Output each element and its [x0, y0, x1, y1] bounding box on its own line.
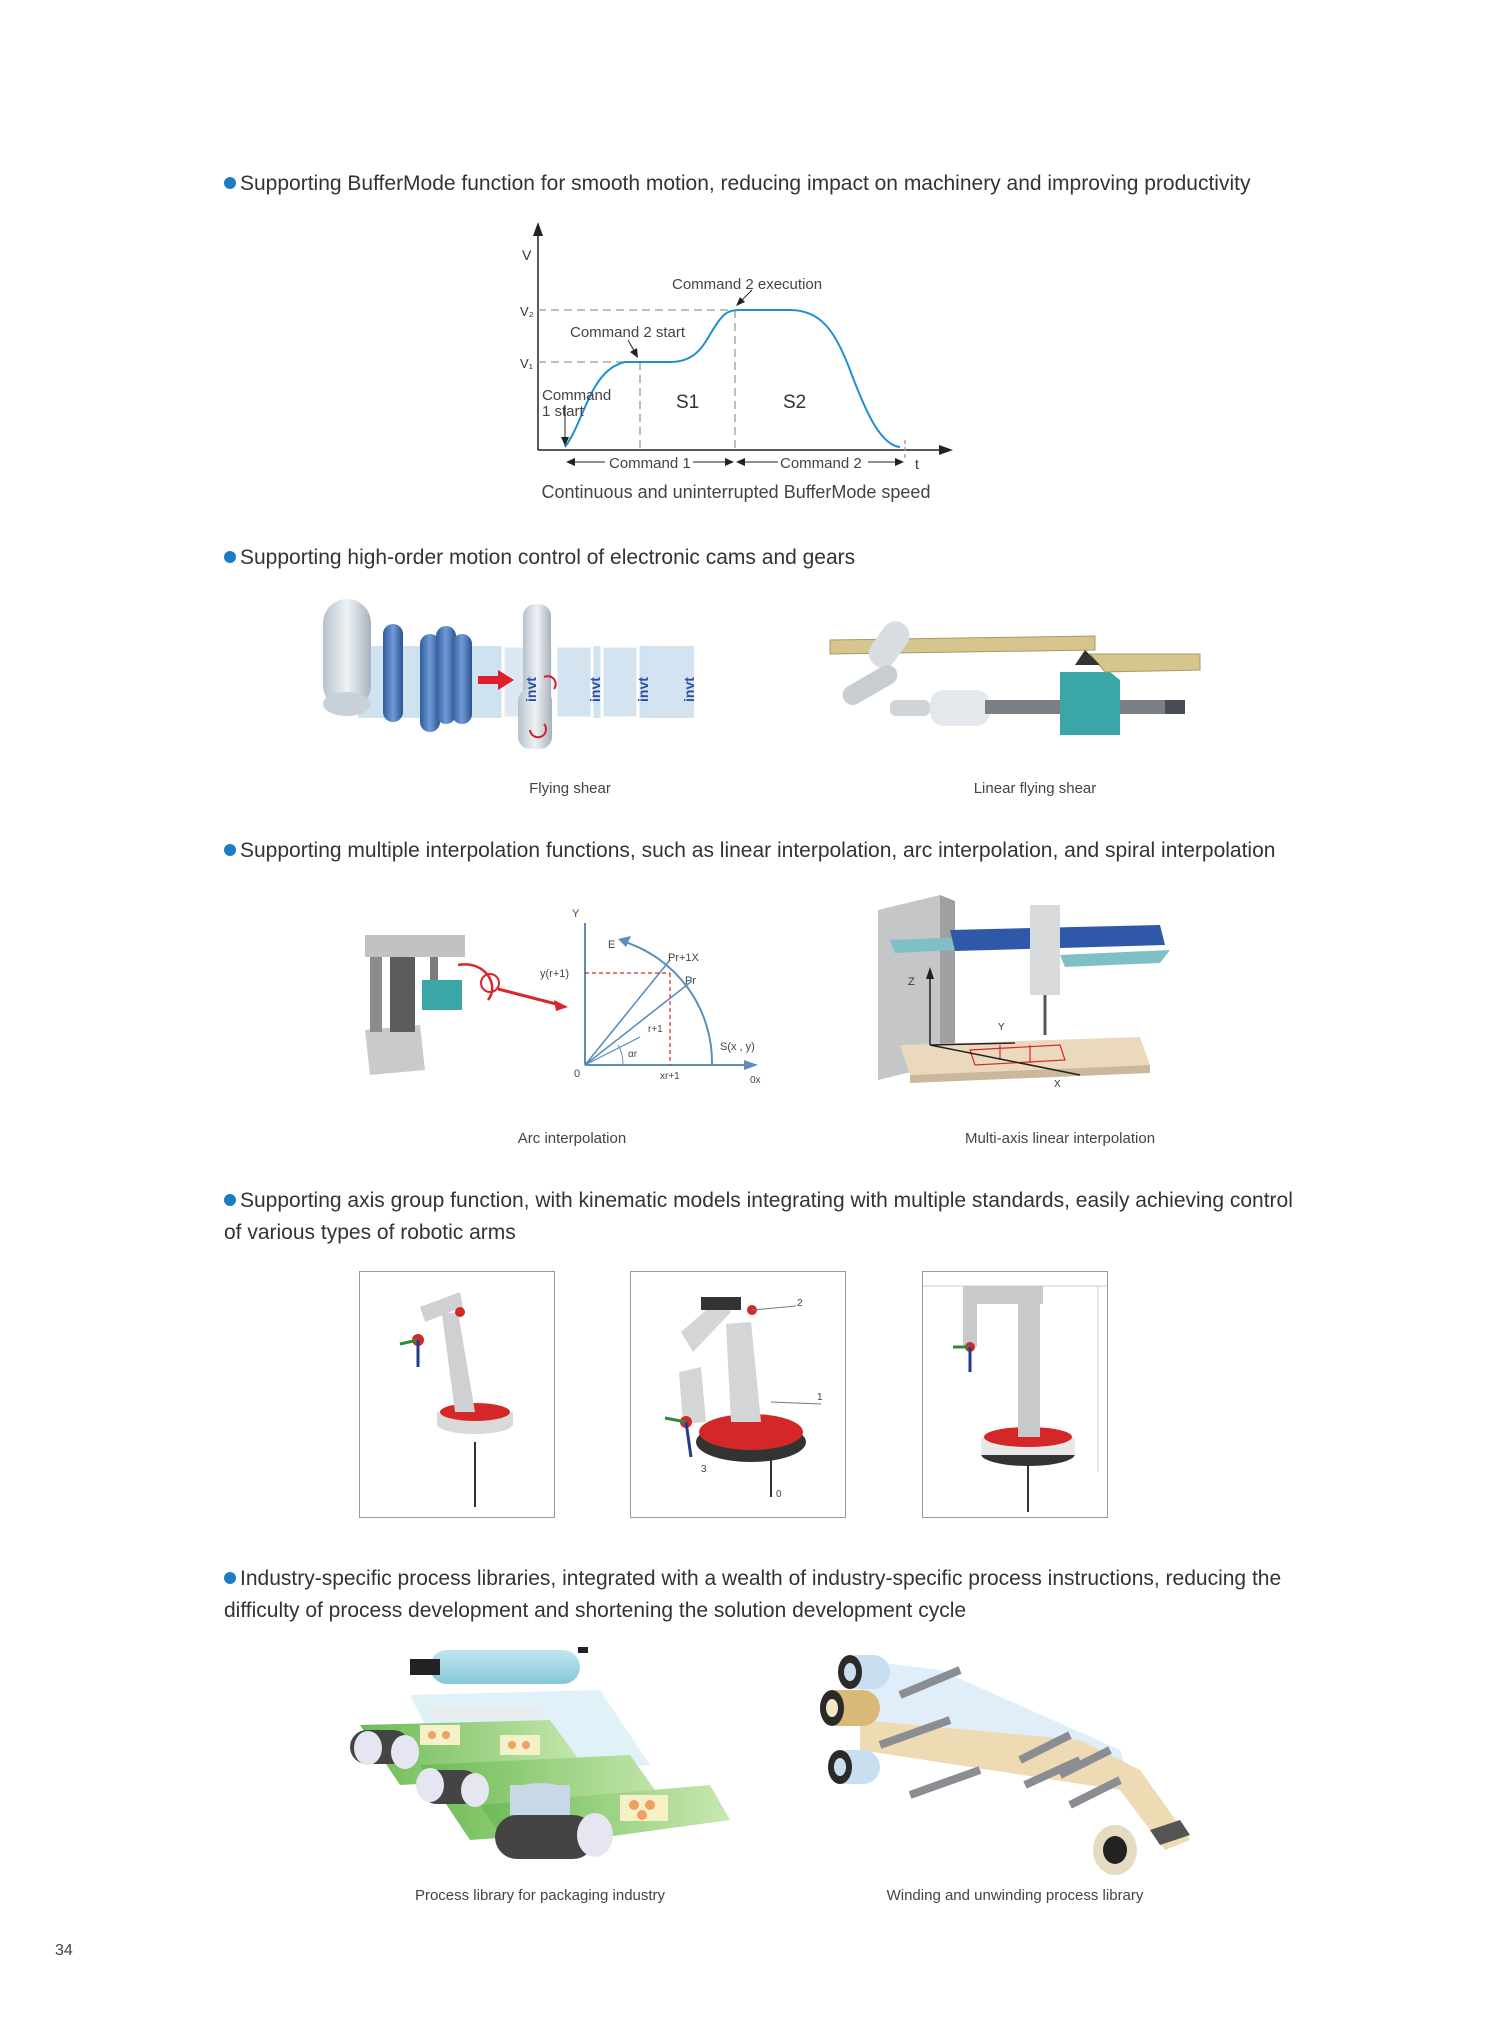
- linear-flying-shear-illustration: [829, 621, 1201, 735]
- s2-label: S2: [783, 392, 806, 413]
- robot-label-three: 3: [701, 1464, 707, 1475]
- invt-logo-1: invt: [523, 677, 539, 702]
- packaging-line-illustration: [350, 1647, 730, 1859]
- cmd2-exec-label: Command 2 execution: [672, 276, 822, 293]
- gantry-z-label: Z: [908, 976, 915, 988]
- bullet-axis-group-line2: of various types of robotic arms: [224, 1221, 516, 1244]
- bullet-dot-icon: [224, 551, 236, 563]
- bullet-dot-icon: [224, 1572, 236, 1584]
- robot-label-zero: 0: [776, 1489, 782, 1500]
- v1-label: V₁: [520, 356, 534, 371]
- bullet-process-libraries-line2: difficulty of process development and sh…: [224, 1599, 967, 1622]
- invt-logo-2: invt: [587, 677, 603, 702]
- gantry-x-label: X: [1054, 1079, 1061, 1090]
- bullet-buffermode: Supporting BufferMode function for smoot…: [224, 168, 1250, 200]
- linear-flying-shear-caption: Linear flying shear: [973, 780, 1097, 797]
- gantry-machine-illustration: Z Y X: [878, 895, 1170, 1090]
- bullet-cams: Supporting high-order motion control of …: [224, 542, 855, 574]
- arc-origin-label: 0: [574, 1068, 580, 1080]
- bullet-dot-icon: [224, 177, 236, 189]
- cmd2-label: Command 2: [780, 455, 862, 472]
- flying-shear-caption: Flying shear: [529, 780, 611, 797]
- bullet-interpolation: Supporting multiple interpolation functi…: [224, 835, 1275, 867]
- robot-arm-frame-2: 2 3 1 0: [630, 1271, 846, 1518]
- bullet-process-libraries: Industry-specific process libraries, int…: [224, 1563, 1281, 1595]
- invt-logo-3: invt: [635, 677, 651, 702]
- winding-library-caption: Winding and unwinding process library: [886, 1887, 1144, 1904]
- arc-y-label: Y: [572, 908, 580, 920]
- s1-label: S1: [676, 392, 699, 413]
- robot-label-two: 2: [797, 1298, 803, 1309]
- cmd1-start-label-a: Command: [542, 387, 611, 404]
- bullet-axis-group: Supporting axis group function, with kin…: [224, 1185, 1293, 1217]
- packaging-library-caption: Process library for packaging industry: [414, 1887, 666, 1904]
- buffermode-caption: Continuous and uninterrupted BufferMode …: [542, 482, 931, 502]
- robot-label-one: 1: [817, 1392, 823, 1403]
- bullet-dot-icon: [224, 844, 236, 856]
- v2-label: V₂: [520, 304, 534, 319]
- axis-v-label: V: [522, 247, 532, 263]
- gantry-y-label: Y: [998, 1022, 1005, 1033]
- arc-xr1-label: xr+1: [660, 1071, 680, 1082]
- invt-logo-4: invt: [681, 677, 697, 702]
- robot-arm-frame-3: [922, 1271, 1108, 1518]
- robot-arm-frame-1: [359, 1271, 555, 1518]
- arc-alpha-label: αr: [628, 1049, 638, 1060]
- cmd1-start-label-b: 1 start: [542, 403, 585, 420]
- page-number: 34: [55, 1942, 73, 1959]
- axis-t-label: t: [915, 456, 919, 472]
- arc-r1-label: r+1: [648, 1024, 663, 1035]
- arc-e-label: E: [608, 939, 615, 951]
- arc-pr-label: Pr: [685, 975, 696, 987]
- cmd2-start-label: Command 2 start: [570, 324, 686, 341]
- arc-interpolation-diagram: Y E Pr+1X Pr y(r+1) r+1 S(x , y) αr xr+1…: [365, 908, 761, 1086]
- multi-axis-interpolation-caption: Multi-axis linear interpolation: [964, 1130, 1156, 1147]
- cmd1-label: Command 1: [609, 455, 691, 472]
- arc-s-label: S(x , y): [720, 1041, 755, 1053]
- arc-interpolation-caption: Arc interpolation: [517, 1130, 627, 1147]
- arc-ox-label: 0x: [750, 1075, 761, 1086]
- bullet-dot-icon: [224, 1194, 236, 1206]
- buffermode-speed-diagram: V t V₂ V₁ Command 2 execution Command 2 …: [520, 222, 953, 502]
- winding-unwinding-illustration: [820, 1655, 1190, 1875]
- flying-shear-illustration: invt invt invt invt: [323, 599, 697, 749]
- arc-yr1-label: y(r+1): [540, 968, 569, 980]
- arc-pr1-label: Pr+1X: [668, 952, 700, 964]
